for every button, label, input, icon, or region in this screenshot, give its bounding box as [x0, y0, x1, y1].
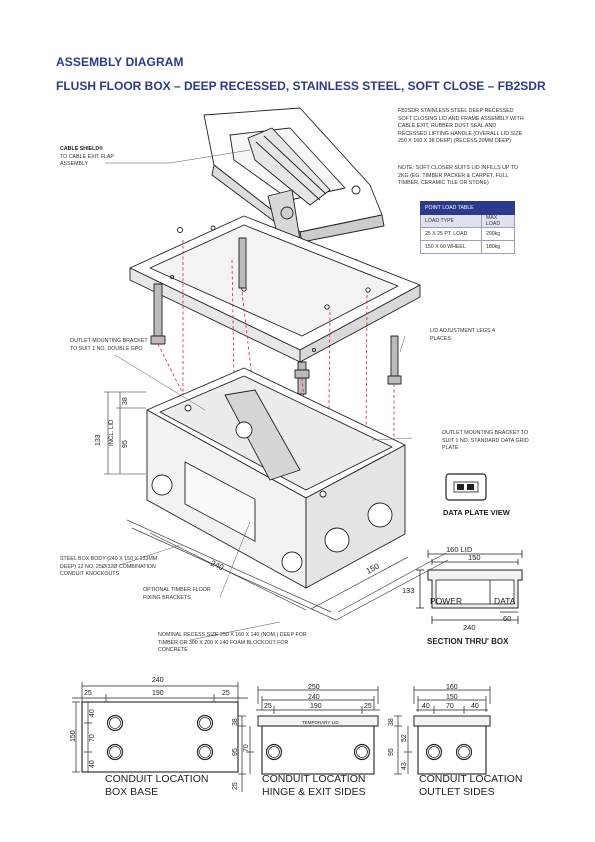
opened-lid [203, 107, 385, 267]
page-subtitle: FLUSH FLOOR BOX – DEEP RECESSED, STAINLE… [56, 79, 546, 93]
caption-line: CONDUIT LOCATION [419, 773, 523, 785]
steel-box [146, 367, 406, 589]
lid-frame [129, 215, 421, 363]
conduit-hinge-sides: 250 240 25 190 25 TEMPORARY LID 38 95 70… [232, 684, 380, 792]
note-steel-box: STEEL BOX BODY (240 x 150 x 133mm DEEP) … [60, 556, 158, 578]
page-title: ASSEMBLY DIAGRAM [56, 55, 184, 69]
outlet-dim-38: 38 [388, 718, 395, 726]
load-table-cell: 180kg [481, 240, 515, 254]
base-dim-25a: 25 [84, 690, 92, 697]
caption-line: OUTLET SIDES [419, 786, 495, 798]
dim-150: 150 [365, 561, 381, 575]
note-timber-brackets: OPTIONAL TIMBER FLOOR FIXING BRACKETS [143, 587, 211, 601]
hinge-dim-250: 250 [308, 684, 320, 691]
hinge-dim-240: 240 [308, 694, 320, 701]
dim-incl-lid: INCL. LID [109, 419, 115, 446]
hinge-dim-70: 70 [243, 744, 250, 752]
caption-line: CONDUIT LOCATION [105, 773, 209, 785]
outlet-dim-160: 160 [446, 684, 458, 691]
outlet-dim-70: 70 [446, 703, 454, 710]
note-lid-legs: LID ADJUSTMENT LEGS 4 PLACES [430, 328, 495, 342]
note-cable-shield: CABLE SHIELD® TO CABLE EXIT FLAP ASSEMBL… [60, 146, 135, 169]
section-dim-160-lid: 160 LID [446, 545, 473, 554]
dim-95: 95 [122, 440, 129, 448]
hinge-dim-25c: 25 [232, 782, 239, 790]
conduit-outlet-sides: 160 150 40 70 40 38 95 52 43 [388, 684, 491, 775]
caption-line: BOX BASE [105, 786, 159, 798]
data-plate-icon [445, 473, 487, 501]
hinge-dim-190: 190 [310, 703, 322, 710]
outlet-dim-40a: 40 [422, 703, 430, 710]
alignment-lines [157, 240, 395, 496]
caption-line: CONDUIT LOCATION [262, 773, 366, 785]
dim-240: 240 [209, 559, 225, 573]
data-plate-view-label: DATA PLATE VIEW [443, 508, 510, 517]
load-table-cell: 25 X 25 PT. LOAD [420, 227, 482, 241]
base-dim-240: 240 [152, 677, 164, 684]
outlet-dim-43: 43 [401, 762, 408, 770]
base-dim-190: 190 [152, 690, 164, 697]
caption-outlet-sides: CONDUIT LOCATION OUTLET SIDES [419, 773, 522, 799]
section-view: 160 LID 150 133 240 60 POWER DATA [402, 545, 523, 632]
base-dim-40a: 40 [89, 709, 96, 717]
caption-hinge-sides: CONDUIT LOCATION HINGE & EXIT SIDES [262, 773, 366, 799]
base-dim-25b: 25 [222, 690, 230, 697]
section-dim-133: 133 [402, 586, 415, 595]
note-outlet-bracket-gpo: OUTLET MOUNTING BRACKET TO SUIT 1 No. DO… [70, 338, 148, 352]
outlet-dim-52: 52 [401, 734, 408, 742]
load-table-cell: 150 X 60 WHEEL [420, 240, 482, 254]
load-table-cell: 200kg [481, 227, 515, 241]
note-soft-closer: NOTE: SOFT CLOSER SUITS LID INFILLS UP T… [398, 165, 518, 187]
dim-38: 38 [122, 397, 129, 405]
note-recess: NOMINAL RECESS SIZE 250 x 160 x 140 (NOM… [158, 632, 307, 654]
section-dim-240: 240 [463, 623, 476, 632]
section-power-label: POWER [430, 596, 462, 606]
cable-shield-label: CABLE SHIELD® [60, 146, 104, 152]
section-dim-150: 150 [468, 553, 481, 562]
base-dim-70: 70 [89, 734, 96, 742]
section-data-label: DATA [494, 596, 516, 606]
load-table-header: MAX LOAD [481, 214, 515, 228]
temporary-lid-label: TEMPORARY LID [302, 720, 339, 725]
dim-133: 133 [95, 434, 102, 446]
section-dim-60: 60 [503, 614, 511, 623]
note-outlet-bracket-data: OUTLET MOUNTING BRACKET TO SUIT 1 No. ST… [442, 430, 529, 452]
outlet-dim-150: 150 [446, 694, 458, 701]
outlet-dim-40b: 40 [471, 703, 479, 710]
note-description: FB2SDR STAINLESS STEEL DEEP RECESSED SOF… [398, 108, 524, 145]
load-table-header: LOAD TYPE [420, 214, 482, 228]
section-view-label: SECTION THRU' BOX [427, 637, 509, 646]
base-dim-40b: 40 [89, 760, 96, 768]
base-dim-150: 150 [70, 730, 77, 742]
outlet-dim-95: 95 [388, 748, 395, 756]
caption-box-base: CONDUIT LOCATION BOX BASE [105, 773, 208, 799]
hinge-dim-38: 38 [232, 718, 239, 726]
hinge-dim-25b: 25 [364, 703, 372, 710]
cable-shield-sub: TO CABLE EXIT FLAP ASSEMBLY [60, 153, 114, 168]
hinge-dim-25a: 25 [264, 703, 272, 710]
conduit-box-base: 240 25 190 25 150 40 70 40 [70, 677, 248, 773]
caption-line: HINGE & EXIT SIDES [262, 786, 366, 798]
hinge-dim-95: 95 [232, 748, 239, 756]
load-table-title: POINT LOAD TABLE [420, 201, 515, 215]
